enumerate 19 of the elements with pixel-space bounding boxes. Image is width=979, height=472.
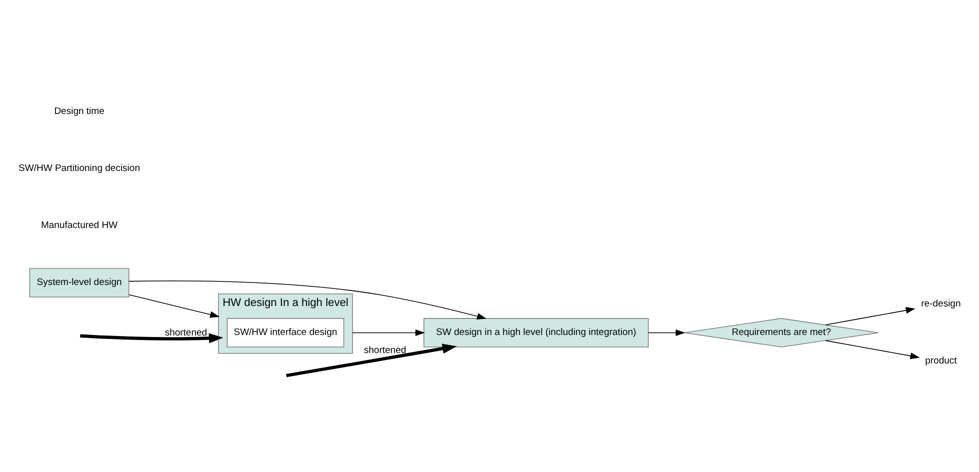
node-diamond: Requirements are met? — [684, 318, 879, 347]
arrow — [128, 280, 486, 320]
arrow — [825, 340, 920, 359]
arrow — [825, 306, 916, 325]
arrow — [352, 328, 425, 336]
edge-label: shortened — [364, 344, 406, 356]
node-box: SW/HW interface design — [226, 318, 344, 347]
node-box: SW design in a high level (including integration) — [423, 318, 649, 347]
arrow — [286, 343, 457, 377]
label: SW/HW Partitioning decision — [18, 162, 140, 174]
arrow — [648, 328, 686, 336]
label: Manufactured HW — [41, 220, 118, 231]
label: Design time — [54, 105, 104, 116]
node-text: re-design — [921, 298, 961, 310]
node-text: product — [925, 355, 957, 366]
edge-label: shortened — [164, 327, 208, 338]
node-box: System-level design — [29, 268, 130, 297]
arrow — [80, 332, 224, 343]
arrow — [128, 294, 220, 318]
